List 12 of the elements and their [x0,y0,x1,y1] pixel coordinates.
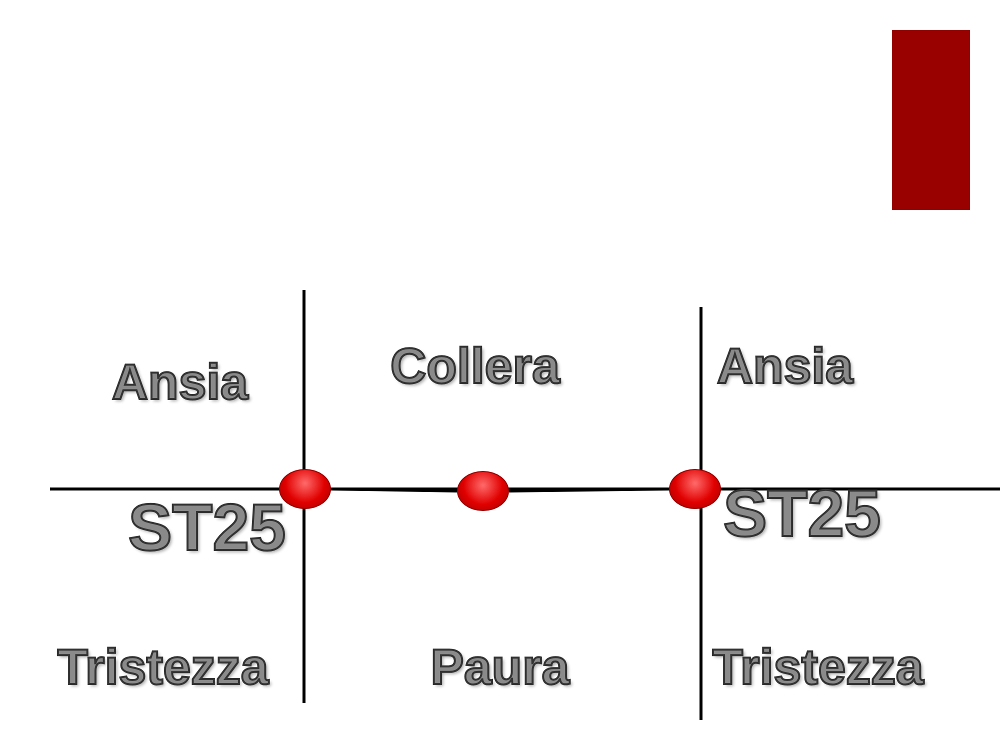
region-label: ST25 [723,480,881,546]
region-label: ST25 [128,494,286,560]
region-label: Collera [390,341,560,391]
region-label: Tristezza [712,642,924,692]
region-label: Ansia [112,357,248,407]
connector-line [330,488,458,492]
marker-dot [457,471,509,511]
region-label: Tristezza [57,642,269,692]
region-label: Ansia [716,341,854,391]
connector-line [508,488,670,492]
region-label: Paura [430,642,570,692]
marker-dot [669,469,721,509]
